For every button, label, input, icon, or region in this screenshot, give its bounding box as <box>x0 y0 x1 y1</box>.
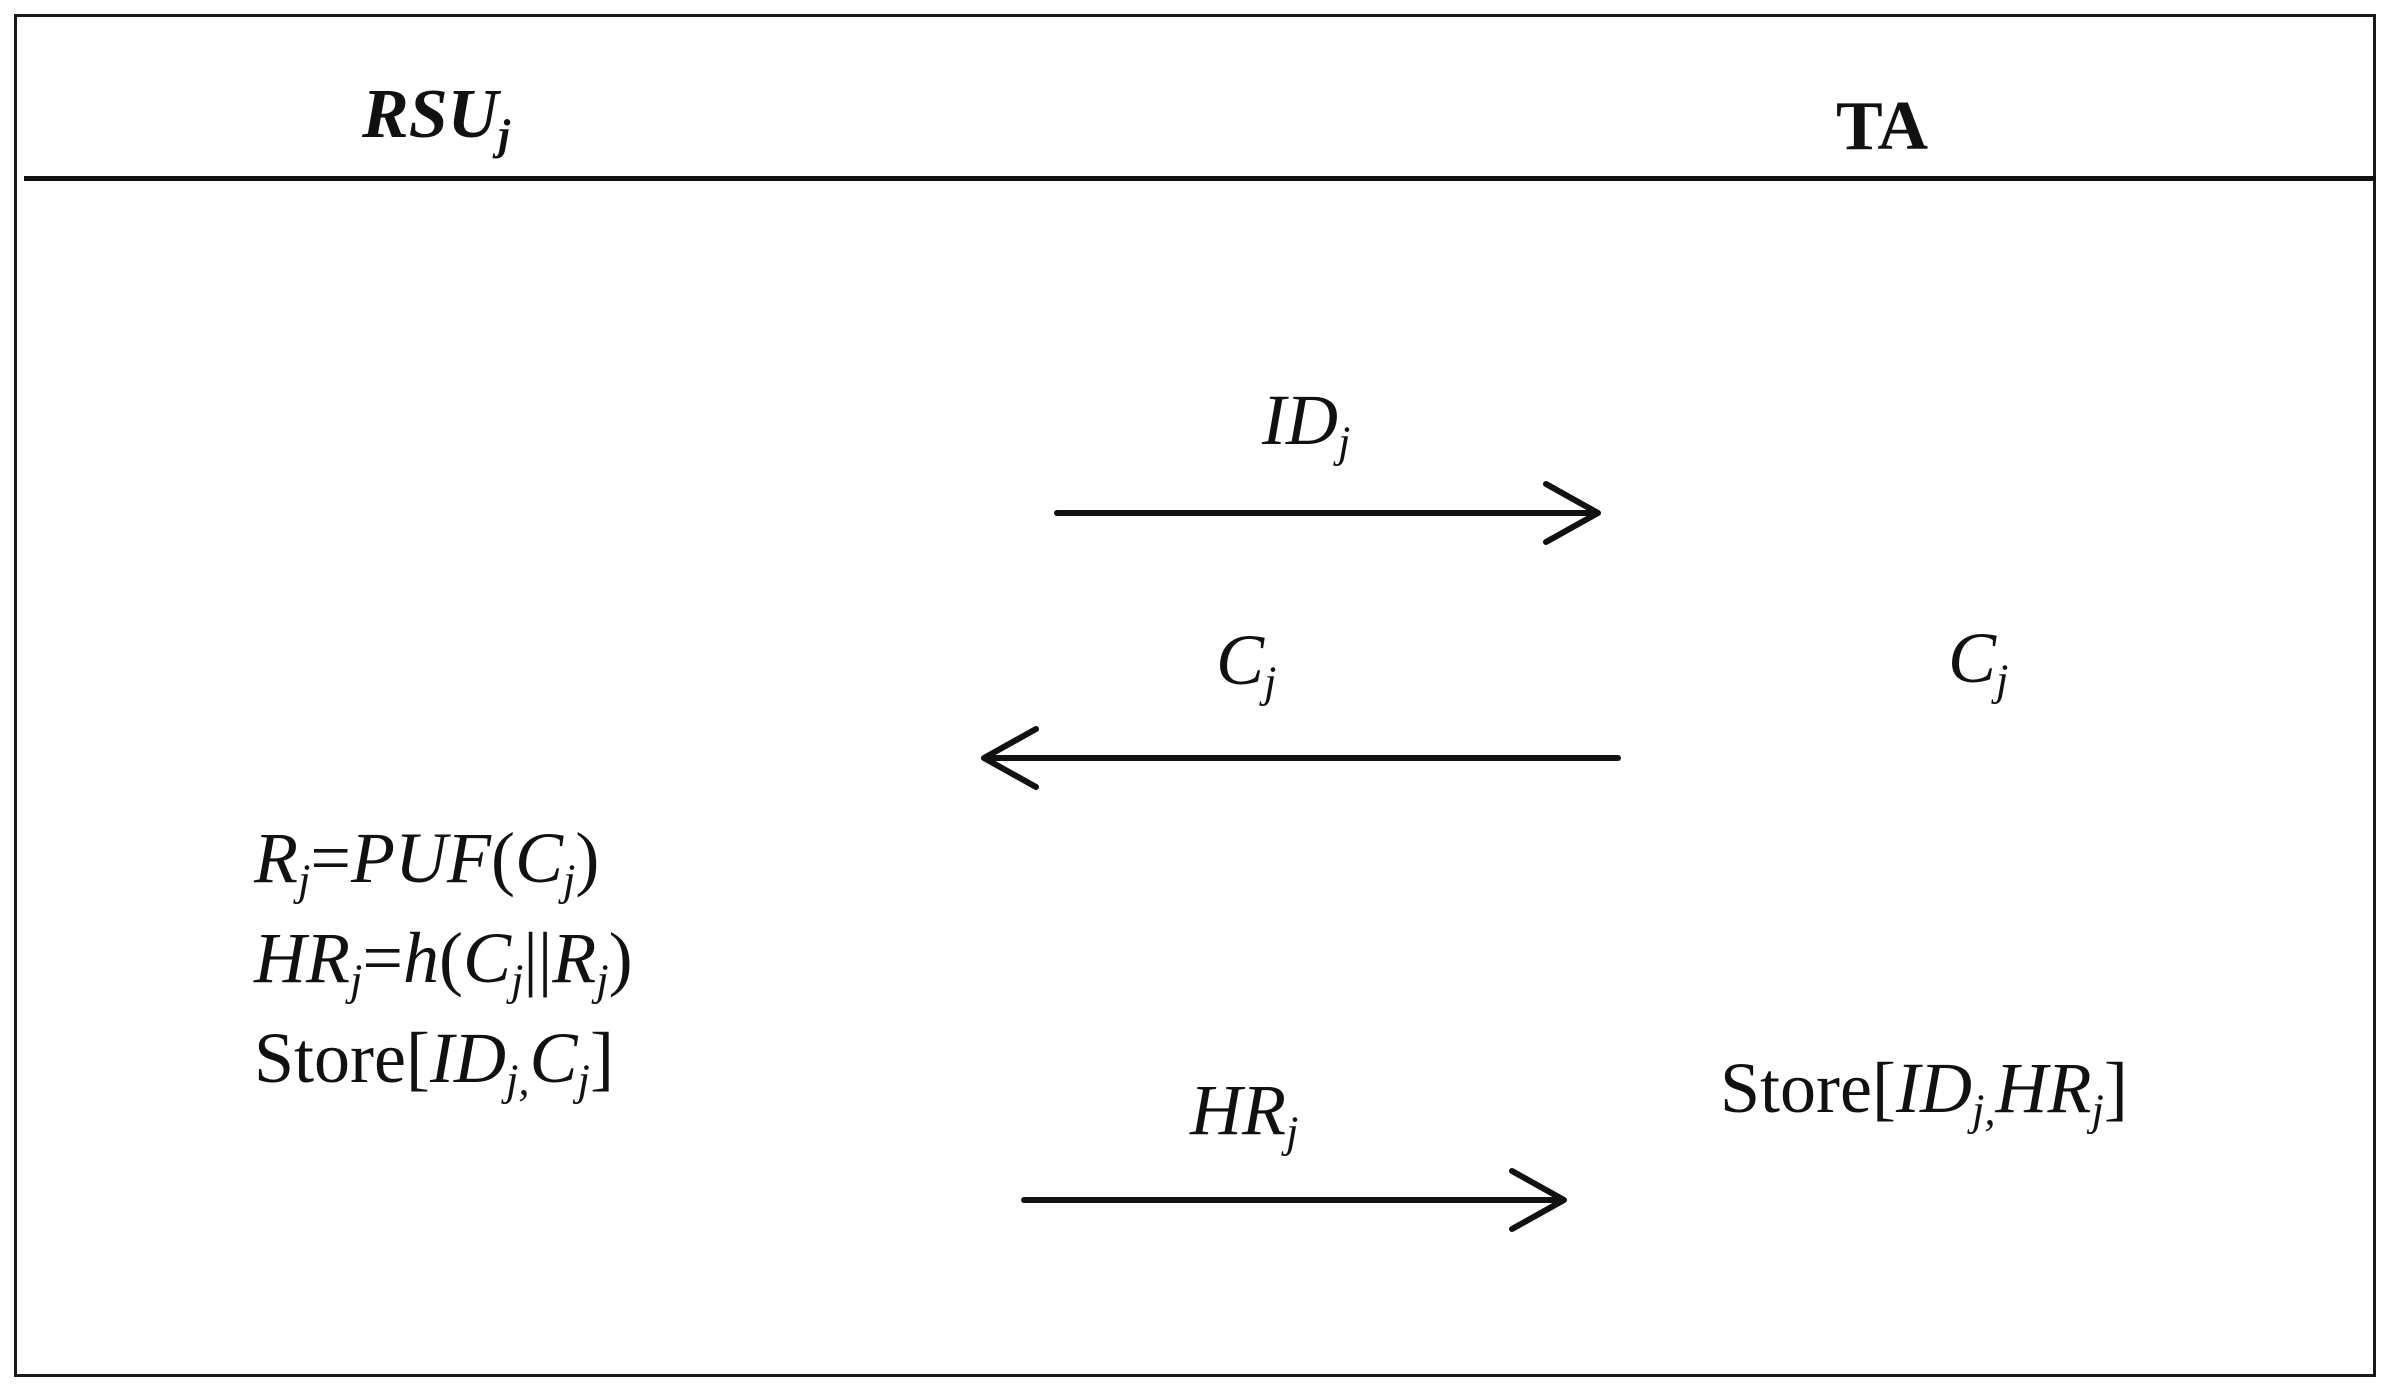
rsu-header-sub: j <box>498 111 511 160</box>
ta-challenge: Cj <box>1948 622 2008 702</box>
rsu-puf-line: Rj=PUF(Cj) <box>254 822 599 902</box>
arrow-rsu-to-ta-id <box>1054 481 1601 545</box>
rsu-open2: ( <box>439 918 463 998</box>
ta-store-word: Store[ <box>1720 1048 1896 1128</box>
rsu-store-id-sub: j, <box>505 1054 530 1105</box>
ta-store-id: ID <box>1895 1048 1972 1128</box>
rsu-h: h <box>403 918 439 998</box>
ta-header: TA <box>1836 88 1929 165</box>
rsu-store-close: ] <box>589 1018 614 1098</box>
rsu-hr: HR <box>254 918 350 998</box>
ta-store-hr: HR <box>1995 1048 2092 1128</box>
message-label-hr: HRj <box>1190 1074 1298 1154</box>
rsu-puf: PUF <box>351 818 491 898</box>
ta-challenge-sub: j <box>1996 654 2009 705</box>
rsu-store-id: ID <box>429 1018 506 1098</box>
rsu-c1: C <box>514 818 563 898</box>
ta-store-close: ] <box>2103 1048 2128 1128</box>
rsu-store-line: Store[IDj,Cj] <box>254 1022 614 1102</box>
message-hr-main: HR <box>1190 1070 1286 1150</box>
ta-challenge-main: C <box>1948 618 1997 698</box>
rsu-c2-sub: j <box>511 954 524 1005</box>
rsu-eq1: = <box>310 818 351 898</box>
message-id-main: ID <box>1262 380 1338 460</box>
rsu-hr-sub: j <box>349 954 363 1005</box>
rsu-header-main: RSU <box>362 76 499 153</box>
message-label-id: IDj <box>1262 384 1350 464</box>
message-id-sub: j <box>1337 416 1351 467</box>
rsu-header: RSUj <box>362 80 510 158</box>
rsu-r: R <box>254 818 298 898</box>
rsu-eq2: = <box>362 918 403 998</box>
rsu-r2: R <box>552 918 597 998</box>
ta-store-hr-sub: j <box>2091 1084 2104 1135</box>
rsu-store-c: C <box>529 1018 578 1098</box>
rsu-c2: C <box>462 918 512 998</box>
rsu-close1: ) <box>575 818 600 898</box>
message-c-main: C <box>1216 620 1265 700</box>
rsu-store-c-sub: j <box>577 1054 590 1105</box>
diagram-frame <box>14 14 2376 1377</box>
message-c-sub: j <box>1264 656 1277 707</box>
rsu-open1: ( <box>490 818 515 898</box>
rsu-hash-line: HRj=h(Cj||Rj) <box>254 922 633 1002</box>
rsu-store-word: Store[ <box>254 1018 430 1098</box>
ta-store: Store[IDj,HRj] <box>1720 1052 2128 1132</box>
arrow-rsu-to-ta-hr <box>1021 1168 1567 1232</box>
message-label-c: Cj <box>1216 624 1276 704</box>
rsu-r-sub: j <box>297 854 311 905</box>
rsu-close2: ) <box>608 918 633 998</box>
header-divider <box>24 176 2376 181</box>
message-hr-sub: j <box>1285 1106 1299 1157</box>
rsu-c1-sub: j <box>562 854 576 905</box>
rsu-r2-sub: j <box>596 954 609 1005</box>
arrow-ta-to-rsu-c <box>981 726 1621 790</box>
rsu-concat: || <box>523 918 553 998</box>
ta-store-id-sub: j, <box>1971 1084 1996 1135</box>
